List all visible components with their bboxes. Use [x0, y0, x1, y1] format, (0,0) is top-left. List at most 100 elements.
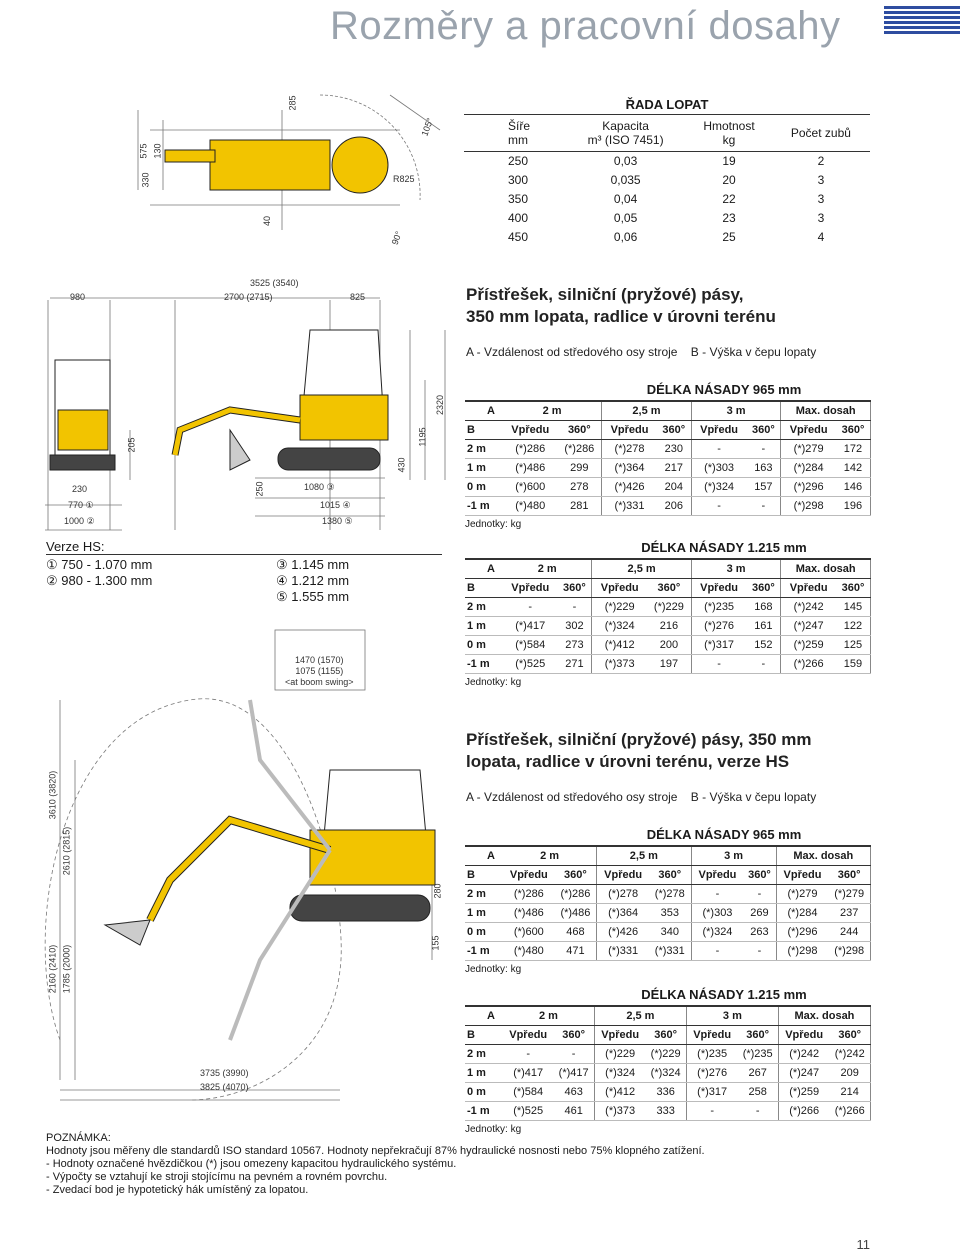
load-cell: (*)417: [503, 616, 558, 636]
load-cell: (*)303: [691, 458, 747, 478]
dim-label: 2700 (2715): [224, 292, 273, 302]
bucket-cell: 300: [508, 173, 529, 187]
dim-label: 2610 (2815): [61, 826, 72, 876]
load-cell: 468: [554, 922, 598, 942]
load-cell: (*)242: [778, 1044, 830, 1064]
load-cell: (*)259: [780, 635, 836, 655]
load-cell: (*)247: [778, 1063, 830, 1083]
load-cell: -: [691, 654, 747, 674]
bucket-cell: 0,05: [613, 211, 638, 225]
axis-label-b: B: [465, 578, 503, 598]
load-row: 2 m--(*)229(*)229(*)235(*)235(*)242(*)24…: [465, 1044, 872, 1064]
load-cell: 159: [835, 654, 871, 674]
load-cell: 0 m: [465, 922, 503, 942]
load-cell: 197: [647, 654, 692, 674]
load-subheader: 360°: [554, 865, 598, 885]
load-cell: -: [691, 439, 747, 459]
load-cell: (*)417: [553, 1063, 595, 1083]
axis-label-a: A: [465, 558, 503, 579]
load-cell: 163: [746, 458, 782, 478]
hs-item: ② 980 - 1.300 mm: [46, 573, 153, 588]
page-title: Rozměry a pracovní dosahy: [330, 4, 841, 48]
load-cell: -: [503, 1044, 554, 1064]
load-cell: 340: [649, 922, 692, 942]
bucket-cell: 3: [817, 211, 825, 225]
hs-version-block: Verze HS: ① 750 - 1.070 mm ② 980 - 1.300…: [46, 539, 442, 605]
load-subheader: 360°: [647, 578, 692, 598]
swing-dims: 1470 (1570)1075 (1155)<at boom swing>: [285, 655, 354, 687]
hs-item: ③ 1.145 mm: [276, 557, 350, 572]
load-subheader: Vpředu: [780, 578, 836, 598]
load-cell: (*)266: [778, 1101, 830, 1121]
bucket-cell: 23: [722, 211, 736, 225]
dim-label: 1080 ③: [304, 482, 335, 492]
load-cell: (*)317: [686, 1082, 738, 1102]
load-table-heading: DÉLKA NÁSADY 1.215 mm: [641, 540, 807, 555]
load-cell: 0 m: [465, 477, 503, 497]
load-cell: (*)278: [596, 884, 650, 904]
bucket-cell: 0,035: [610, 173, 641, 187]
note-line: - Zvedací bod je hypotetický hák umístěn…: [46, 1184, 309, 1196]
load-cell: (*)331: [649, 941, 692, 961]
hs-item: ① 750 - 1.070 mm: [46, 557, 153, 572]
load-cell: (*)303: [691, 903, 744, 923]
dim-label: 1195: [417, 427, 428, 447]
dim-label: 770 ①: [68, 500, 94, 510]
section2-legend: A - Vzdálenost od středového osy stroje …: [466, 790, 817, 804]
load-subheader: Vpředu: [503, 578, 558, 598]
load-cell: (*)242: [780, 597, 836, 617]
load-cell: (*)266: [829, 1101, 872, 1121]
load-cell: (*)278: [649, 884, 692, 904]
load-cell: -1 m: [465, 941, 503, 961]
load-subheader: 360°: [656, 420, 692, 440]
dimension-drawings: [44, 94, 446, 1101]
notes-title: POZNÁMKA:: [46, 1132, 111, 1144]
units-label: Jednotky: kg: [465, 676, 522, 688]
load-cell: 196: [835, 496, 871, 516]
load-cell: 230: [656, 439, 692, 459]
load-subheader: 360°: [746, 578, 782, 598]
notes-block: POZNÁMKA: Hodnoty jsou měřeny dle standa…: [46, 1132, 846, 1197]
load-cell: 2 m: [465, 884, 503, 904]
load-cell: (*)373: [591, 654, 647, 674]
load-cell: 271: [557, 654, 593, 674]
dim-label: 980: [70, 292, 86, 302]
bucket-cell: 0,04: [613, 192, 638, 206]
dim-label: 1015 ④: [320, 500, 351, 510]
load-cell: (*)286: [554, 884, 598, 904]
load-cell: (*)229: [647, 597, 692, 617]
note-line: - Hodnoty označené hvězdičkou (*) jsou o…: [46, 1158, 457, 1170]
bucket-cell: 2: [817, 154, 825, 169]
load-cell: 125: [835, 635, 871, 655]
load-cell: -: [557, 597, 593, 617]
load-subheader: 360°: [557, 578, 593, 598]
bucket-cell: 22: [722, 192, 736, 206]
load-cell: 209: [829, 1063, 872, 1083]
brand-stripes-logo: [884, 6, 960, 40]
load-cell: -: [743, 941, 777, 961]
load-cell: 146: [835, 477, 871, 497]
load-subheader: Vpředu: [691, 578, 747, 598]
hs-item: ⑤ 1.555 mm: [276, 589, 350, 604]
load-col-header: 2 m: [503, 558, 593, 579]
load-cell: (*)284: [776, 903, 829, 923]
load-subheader: Vpředu: [591, 578, 647, 598]
load-cell: 0 m: [465, 635, 503, 655]
load-cell: (*)259: [778, 1082, 830, 1102]
load-cell: (*)412: [591, 635, 647, 655]
load-cell: -: [553, 1044, 595, 1064]
units-label: Jednotky: kg: [465, 963, 522, 975]
load-cell: (*)286: [557, 439, 603, 459]
bucket-cell: 0,03: [613, 154, 638, 169]
load-subheader: Vpředu: [596, 865, 650, 885]
load-cell: 471: [554, 941, 598, 961]
load-cell: 1 m: [465, 616, 503, 636]
